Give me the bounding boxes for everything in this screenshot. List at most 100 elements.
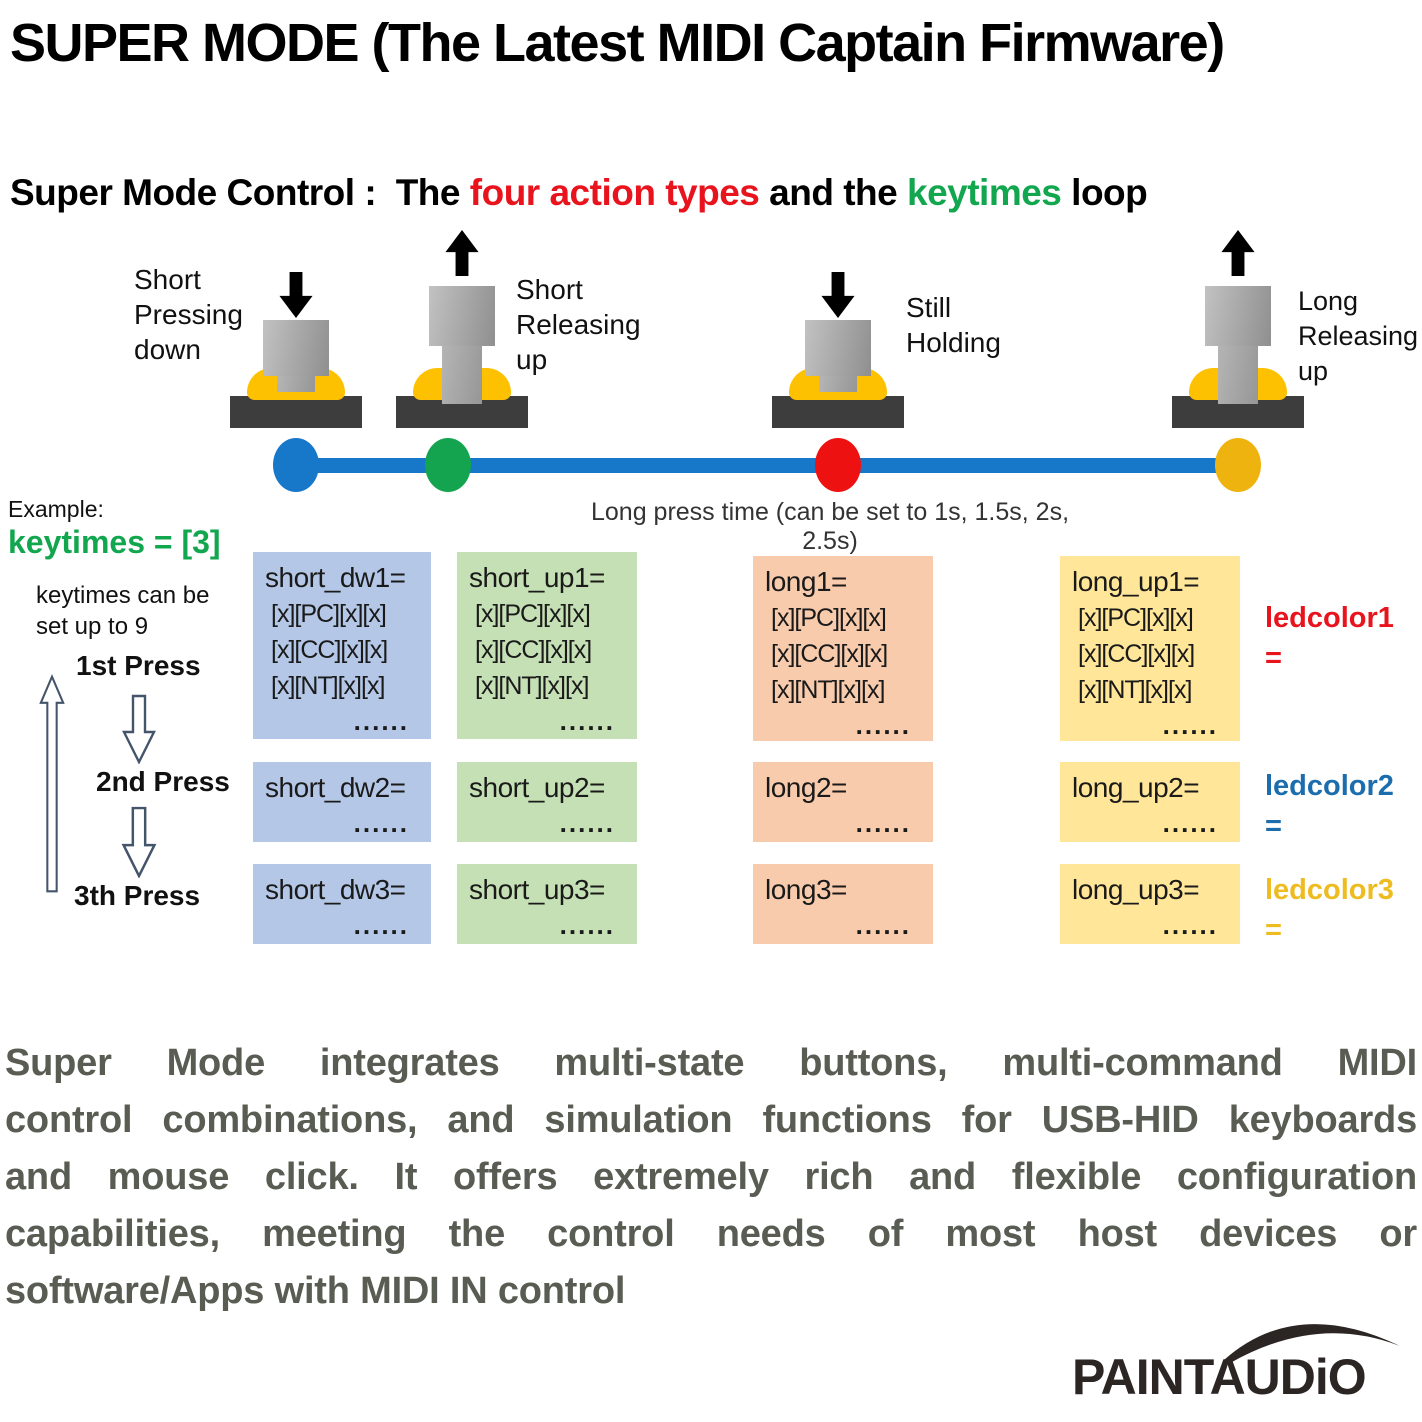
paragraph-line: control combinations, and simulation fun… — [5, 1099, 1417, 1141]
led-label: ledcolor1 — [1265, 602, 1394, 634]
box-title: long_up3= — [1072, 874, 1200, 905]
label-long-releasing-up: Long Releasing up — [1298, 286, 1419, 386]
config-box-short-up2: short_up2= ...... — [457, 762, 637, 842]
box-line: [x][CC][x][x] — [475, 636, 592, 664]
description-paragraph: Super Mode integrates multi-state button… — [5, 1042, 1417, 1327]
subtitle-mid: and the — [759, 172, 907, 213]
box-ellipsis: ...... — [1162, 710, 1218, 740]
timeline-dot-short-release — [425, 438, 471, 492]
next-press-arrow-icon — [121, 806, 157, 878]
arrow-up-icon — [1221, 230, 1255, 276]
box-title: short_up3= — [469, 874, 605, 905]
led-label: ledcolor3 — [1265, 874, 1394, 906]
paragraph-line: Super Mode integrates multi-state button… — [5, 1042, 1417, 1084]
subtitle-four-action-types: four action types — [469, 172, 760, 213]
box-title: long3= — [765, 874, 847, 905]
box-line: [x][PC][x][x] — [771, 604, 887, 632]
config-box-long-up2: long_up2= ...... — [1060, 762, 1240, 842]
box-ellipsis: ...... — [353, 808, 409, 838]
footswitch-cap — [263, 320, 329, 376]
box-title: short_up2= — [469, 772, 605, 803]
footswitch-short-release-up — [382, 230, 542, 432]
subtitle-keytimes: keytimes — [907, 172, 1062, 213]
box-line: [x][PC][x][x] — [271, 600, 387, 628]
config-box-short-up1: short_up1= [x][PC][x][x] [x][CC][x][x] [… — [457, 552, 637, 739]
ledcolor1-label: ledcolor1 = — [1265, 598, 1394, 678]
led-equals: = — [1265, 642, 1282, 674]
label-still-holding: Still Holding — [906, 292, 1001, 358]
footswitch-cap — [429, 286, 495, 346]
box-ellipsis: ...... — [353, 706, 409, 736]
box-title: short_up1= — [469, 562, 605, 593]
subtitle-prefix: Super Mode Control : The — [10, 172, 470, 213]
box-ellipsis: ...... — [559, 706, 615, 736]
box-line: [x][PC][x][x] — [475, 600, 591, 628]
config-box-short-dw1: short_dw1= [x][PC][x][x] [x][CC][x][x] [… — [253, 552, 431, 739]
paragraph-line: capabilities, meeting the control needs … — [5, 1213, 1417, 1255]
press-3-label: 3th Press — [74, 880, 201, 911]
box-ellipsis: ...... — [1162, 910, 1218, 940]
box-line: [x][NT][x][x] — [475, 672, 589, 700]
keytimes-note: keytimes can be set up to 9 — [36, 582, 210, 640]
arrow-up-icon — [445, 230, 479, 276]
long-press-time-caption: Long press time (can be set to 1s, 1.5s,… — [590, 498, 1070, 555]
footswitch-stem — [442, 346, 482, 404]
box-title: long_up1= — [1072, 566, 1200, 597]
box-title: long1= — [765, 566, 847, 597]
press-1-label: 1st Press — [76, 650, 201, 681]
arrow-down-icon — [821, 272, 855, 318]
led-label: ledcolor2 — [1265, 770, 1394, 802]
label-short-pressing-down: Short Pressing down — [134, 264, 243, 365]
box-ellipsis: ...... — [1162, 808, 1218, 838]
box-ellipsis: ...... — [855, 910, 911, 940]
box-line: [x][PC][x][x] — [1078, 604, 1194, 632]
config-box-short-dw3: short_dw3= ...... — [253, 864, 431, 944]
box-ellipsis: ...... — [559, 808, 615, 838]
box-title: long2= — [765, 772, 847, 803]
box-title: long_up2= — [1072, 772, 1200, 803]
led-equals: = — [1265, 914, 1282, 946]
footswitch-cap — [1205, 286, 1271, 346]
timeline-dot-long-release — [1215, 438, 1261, 492]
footswitch-short-press-down — [216, 236, 376, 432]
page-title: SUPER MODE (The Latest MIDI Captain Firm… — [10, 13, 1225, 73]
label-short-releasing-up: Short Releasing up — [516, 274, 641, 375]
config-box-long3: long3= ...... — [753, 864, 933, 944]
box-line: [x][NT][x][x] — [771, 676, 885, 704]
config-box-long-up3: long_up3= ...... — [1060, 864, 1240, 944]
box-line: [x][CC][x][x] — [1078, 640, 1195, 668]
box-ellipsis: ...... — [855, 808, 911, 838]
footswitch-stem — [277, 376, 315, 392]
paragraph-line: and mouse click. It offers extremely ric… — [5, 1156, 1417, 1198]
press-timeline — [296, 458, 1238, 473]
box-line: [x][NT][x][x] — [271, 672, 385, 700]
config-box-long-up1: long_up1= [x][PC][x][x] [x][CC][x][x] [x… — [1060, 556, 1240, 741]
footswitch-long-release-up — [1158, 230, 1318, 432]
keytimes-value: keytimes = [3] — [8, 524, 221, 560]
led-equals: = — [1265, 810, 1282, 842]
box-line: [x][NT][x][x] — [1078, 676, 1192, 704]
loop-back-up-arrow-icon — [39, 674, 65, 893]
box-ellipsis: ...... — [353, 910, 409, 940]
logo-swoosh-icon — [1224, 1324, 1400, 1362]
section-subtitle: Super Mode Control : The four action typ… — [10, 172, 1410, 214]
footswitch-stem — [1218, 346, 1258, 404]
ledcolor3-label: ledcolor3 = — [1265, 870, 1394, 950]
config-box-short-up3: short_up3= ...... — [457, 864, 637, 944]
config-box-long1: long1= [x][PC][x][x] [x][CC][x][x] [x][N… — [753, 556, 933, 741]
timeline-dot-press-down — [273, 438, 319, 492]
press-2-label: 2nd Press — [96, 766, 230, 797]
arrow-down-icon — [279, 272, 313, 318]
ledcolor2-label: ledcolor2 = — [1265, 766, 1394, 846]
next-press-arrow-icon — [122, 694, 156, 764]
footswitch-stem — [819, 376, 857, 392]
config-box-short-dw2: short_dw2= ...... — [253, 762, 431, 842]
box-title: short_dw1= — [265, 562, 406, 593]
box-ellipsis: ...... — [855, 710, 911, 740]
footswitch-base — [230, 396, 362, 428]
config-box-long2: long2= ...... — [753, 762, 933, 842]
box-line: [x][CC][x][x] — [271, 636, 388, 664]
box-line: [x][CC][x][x] — [771, 640, 888, 668]
footswitch-cap — [805, 320, 871, 376]
